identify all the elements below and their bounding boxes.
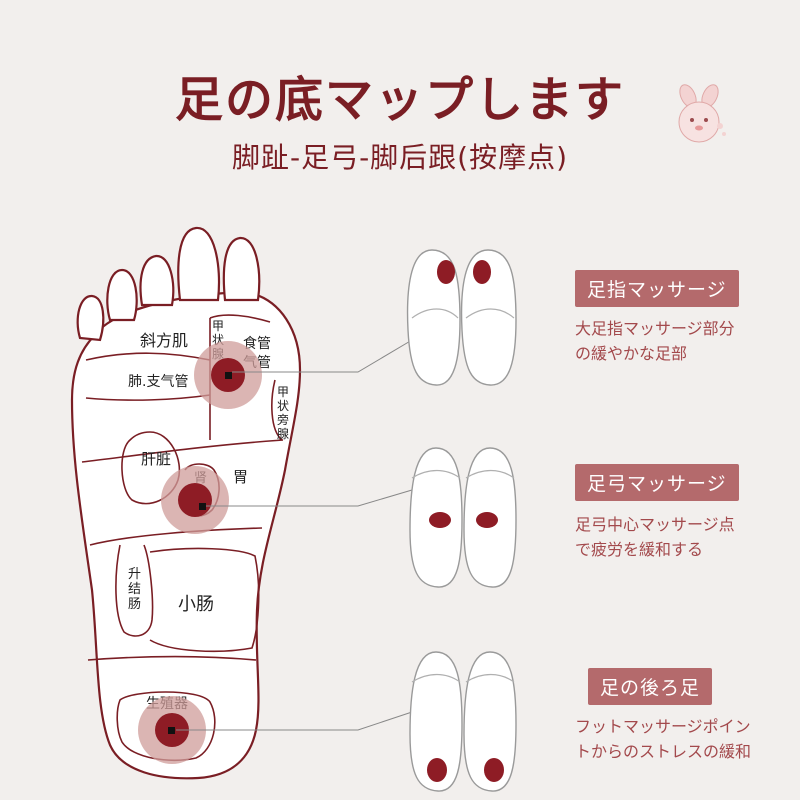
label-parathyroid-2: 状 xyxy=(277,399,289,413)
desc-arch-line-2: で疲労を緩和する xyxy=(575,540,704,559)
label-ascending-colon: 升 结 肠 xyxy=(128,567,141,612)
label-thyroid-1: 甲 xyxy=(212,319,224,333)
label-lung-bronchus: 肺.支气管 xyxy=(128,374,188,390)
toe-2 xyxy=(222,236,261,302)
desc-toe-line-1: 大足指マッサージ部分 xyxy=(575,319,735,338)
dot-slipper-3-left xyxy=(427,758,447,782)
dot-slipper-1-right xyxy=(473,260,491,284)
label-liver: 肝脏 xyxy=(141,450,171,468)
desc-arch-massage: 足弓中心マッサージ点 で疲労を緩和する xyxy=(575,512,735,562)
slipper-3-right xyxy=(463,651,517,792)
connector-arch xyxy=(206,489,413,507)
connector-toe xyxy=(232,339,413,373)
connector-heel xyxy=(176,711,413,731)
label-stomach: 胃 xyxy=(233,468,248,486)
toe-3 xyxy=(139,254,175,307)
slipper-3-left xyxy=(409,651,463,792)
label-ascending-colon-2: 结 xyxy=(128,582,141,597)
desc-heel-line-1: フットマッサージポイン xyxy=(575,717,751,736)
label-trapezius: 斜方肌 xyxy=(140,331,188,350)
label-parathyroid-3: 旁 xyxy=(277,412,289,427)
desc-toe-massage: 大足指マッサージ部分 の緩やかな足部 xyxy=(575,316,735,366)
page-title: 足の底マップします xyxy=(174,72,625,128)
desc-heel-line-2: トからのストレスの緩和 xyxy=(575,742,752,761)
page-subtitle: 脚趾-足弓-脚后跟(按摩点) xyxy=(231,141,569,174)
bunny-mascot-icon xyxy=(678,84,726,143)
toe-5 xyxy=(76,294,105,342)
desc-toe-line-2: の緩やかな足部 xyxy=(575,344,688,363)
dot-slipper-2-right xyxy=(476,512,498,528)
label-esophagus: 食管 xyxy=(243,335,271,352)
point-toe xyxy=(194,341,262,409)
label-ascending-colon-3: 肠 xyxy=(128,597,141,612)
point-heel xyxy=(138,696,206,764)
point-arch xyxy=(161,466,229,534)
big-toe xyxy=(177,226,221,302)
label-ascending-colon-1: 升 xyxy=(128,567,141,582)
badge-toe-massage: 足指マッサージ xyxy=(575,270,739,307)
label-parathyroid: 甲 状 旁 腺 xyxy=(277,385,289,441)
desc-heel-massage: フットマッサージポイン トからのストレスの緩和 xyxy=(575,714,751,764)
label-parathyroid-1: 甲 xyxy=(277,385,289,399)
desc-arch-line-1: 足弓中心マッサージ点 xyxy=(575,515,735,534)
badge-arch-massage: 足弓マッサージ xyxy=(575,464,739,501)
toe-4 xyxy=(106,268,138,322)
label-parathyroid-4: 腺 xyxy=(277,427,289,441)
label-small-intestine: 小肠 xyxy=(178,594,214,615)
dot-slipper-3-right xyxy=(484,758,504,782)
dot-slipper-2-left xyxy=(429,512,451,528)
badge-heel-massage: 足の後ろ足 xyxy=(588,668,713,705)
slipper-1-right xyxy=(460,249,517,386)
dot-slipper-1-left xyxy=(437,260,455,284)
